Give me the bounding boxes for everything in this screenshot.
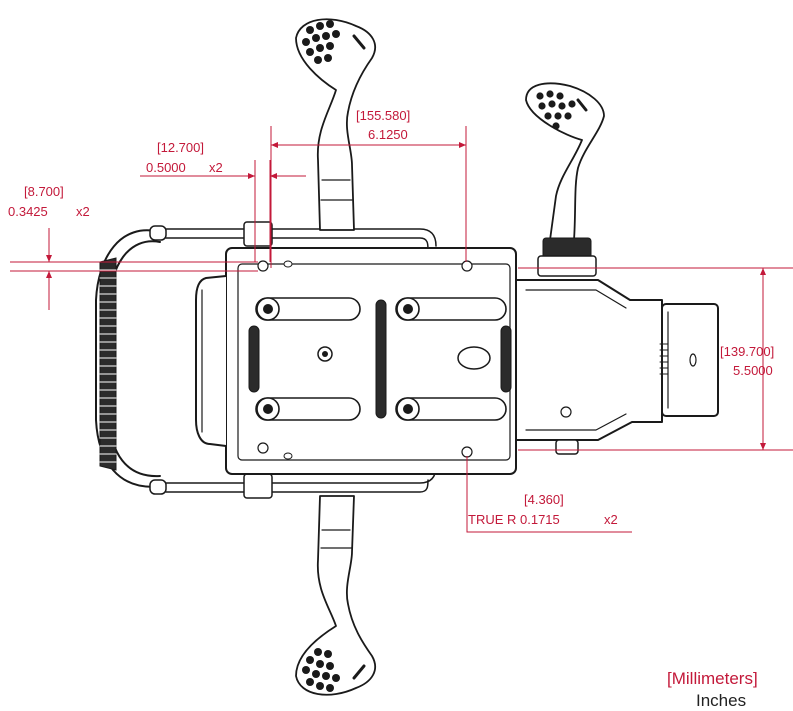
left-curved-handle [95, 225, 167, 495]
base-plate [195, 247, 517, 475]
legend-metric: [Millimeters] [667, 669, 758, 688]
legend-imperial: Inches [696, 691, 746, 710]
dim-metric: [12.700] [157, 140, 204, 155]
dim-qty: x2 [209, 160, 223, 175]
handle-rods [165, 221, 437, 499]
dim-qty: x2 [604, 512, 618, 527]
unit-legend: [Millimeters] Inches [667, 669, 758, 710]
dim-imperial: 6.1250 [368, 127, 408, 142]
dim-metric: [4.360] [524, 492, 564, 507]
dim-rail-offset: [8.700] 0.3425 x2 [8, 184, 90, 219]
extension-arm [515, 279, 719, 455]
dim-imperial: 0.5000 [146, 160, 186, 175]
dim-slot-offset: [12.700] 0.5000 x2 [146, 140, 223, 175]
dim-metric: [8.700] [24, 184, 64, 199]
bottom-grip [295, 495, 377, 696]
dim-mount-height: [139.700] 5.5000 [720, 344, 774, 378]
mount-body [95, 18, 719, 696]
top-grip [295, 18, 377, 231]
dim-imperial: 5.5000 [733, 363, 773, 378]
dim-imperial: 0.3425 [8, 204, 48, 219]
dimension-lines [10, 126, 793, 533]
dim-imperial: TRUE R 0.1715 [468, 512, 560, 527]
dim-metric: [155.580] [356, 108, 410, 123]
dim-grip-rail-spacing: [155.580] 6.1250 [356, 108, 410, 142]
dim-qty: x2 [76, 204, 90, 219]
right-grip [525, 82, 605, 277]
dim-metric: [139.700] [720, 344, 774, 359]
dim-hole-radius: [4.360] TRUE R 0.1715 x2 [468, 492, 618, 527]
